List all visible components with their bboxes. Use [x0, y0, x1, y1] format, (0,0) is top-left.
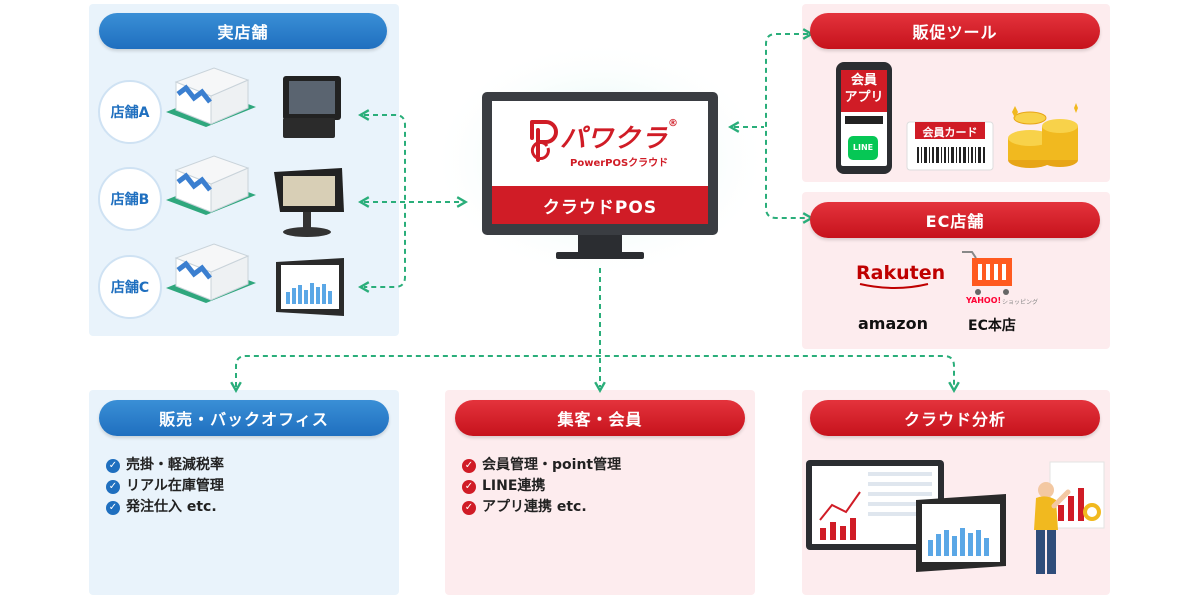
pos-terminal-a — [283, 76, 341, 138]
member-card — [906, 121, 994, 171]
check-icon: ✓ — [106, 500, 120, 515]
logo-sub: PowerPOSクラウド — [570, 158, 669, 169]
check-icon: ✓ — [462, 500, 476, 515]
logo-main: パワクラ® — [560, 118, 680, 154]
pos-terminal-b — [274, 168, 344, 237]
member-app-phone — [836, 62, 892, 174]
store-c-badge: 店舗C — [98, 255, 162, 319]
store-buildings — [166, 67, 256, 303]
connectors — [230, 28, 960, 394]
list-item: ✓会員管理・point管理 — [462, 455, 621, 476]
check-icon: ✓ — [106, 479, 120, 494]
ec-stores-title: EC店舗 — [810, 202, 1100, 238]
physical-stores-title: 実店舗 — [99, 13, 387, 49]
promo-tools-title: 販促ツール — [810, 13, 1100, 49]
backoffice-title: 販売・バックオフィス — [99, 400, 389, 436]
yahoo-logo: YAHOO! — [966, 296, 1002, 305]
backoffice-list: ✓売掛・軽減税率 ✓リアル在庫管理 ✓発注仕入 etc. — [106, 455, 224, 518]
coins-icon — [1008, 103, 1078, 168]
line-icon: LINE — [852, 143, 874, 152]
list-item: ✓LINE連携 — [462, 476, 621, 497]
rakuten-swoosh — [859, 283, 929, 289]
store-b-badge: 店舗B — [98, 167, 162, 231]
monitor-illustration — [482, 92, 718, 259]
check-icon: ✓ — [462, 479, 476, 494]
analysis-devices — [806, 460, 1006, 572]
analyst-person — [1034, 461, 1105, 574]
list-item: ✓発注仕入 etc. — [106, 497, 224, 518]
app-label-1: 会員 — [850, 73, 877, 88]
store-a-badge: 店舗A — [98, 80, 162, 144]
app-label-2: アプリ — [844, 90, 884, 105]
customer-list: ✓会員管理・point管理 ✓LINE連携 ✓アプリ連携 etc. — [462, 455, 621, 518]
yahoo-sub: ショッピング — [1002, 299, 1039, 306]
analysis-title: クラウド分析 — [810, 400, 1100, 436]
member-card-label: 会員カード — [922, 126, 978, 139]
pos-tablet-c — [276, 258, 344, 316]
list-item: ✓アプリ連携 etc. — [462, 497, 621, 518]
check-icon: ✓ — [462, 458, 476, 473]
amazon-logo: amazon — [858, 314, 928, 333]
ec-honten: EC本店 — [968, 318, 1016, 334]
screen-label: クラウドPOS — [542, 198, 658, 218]
check-icon: ✓ — [106, 458, 120, 473]
yahoo-cart-icon — [962, 251, 1012, 295]
customer-title: 集客・会員 — [455, 400, 745, 436]
list-item: ✓売掛・軽減税率 — [106, 455, 224, 476]
rakuten-logo: Rakuten — [856, 262, 946, 284]
list-item: ✓リアル在庫管理 — [106, 476, 224, 497]
